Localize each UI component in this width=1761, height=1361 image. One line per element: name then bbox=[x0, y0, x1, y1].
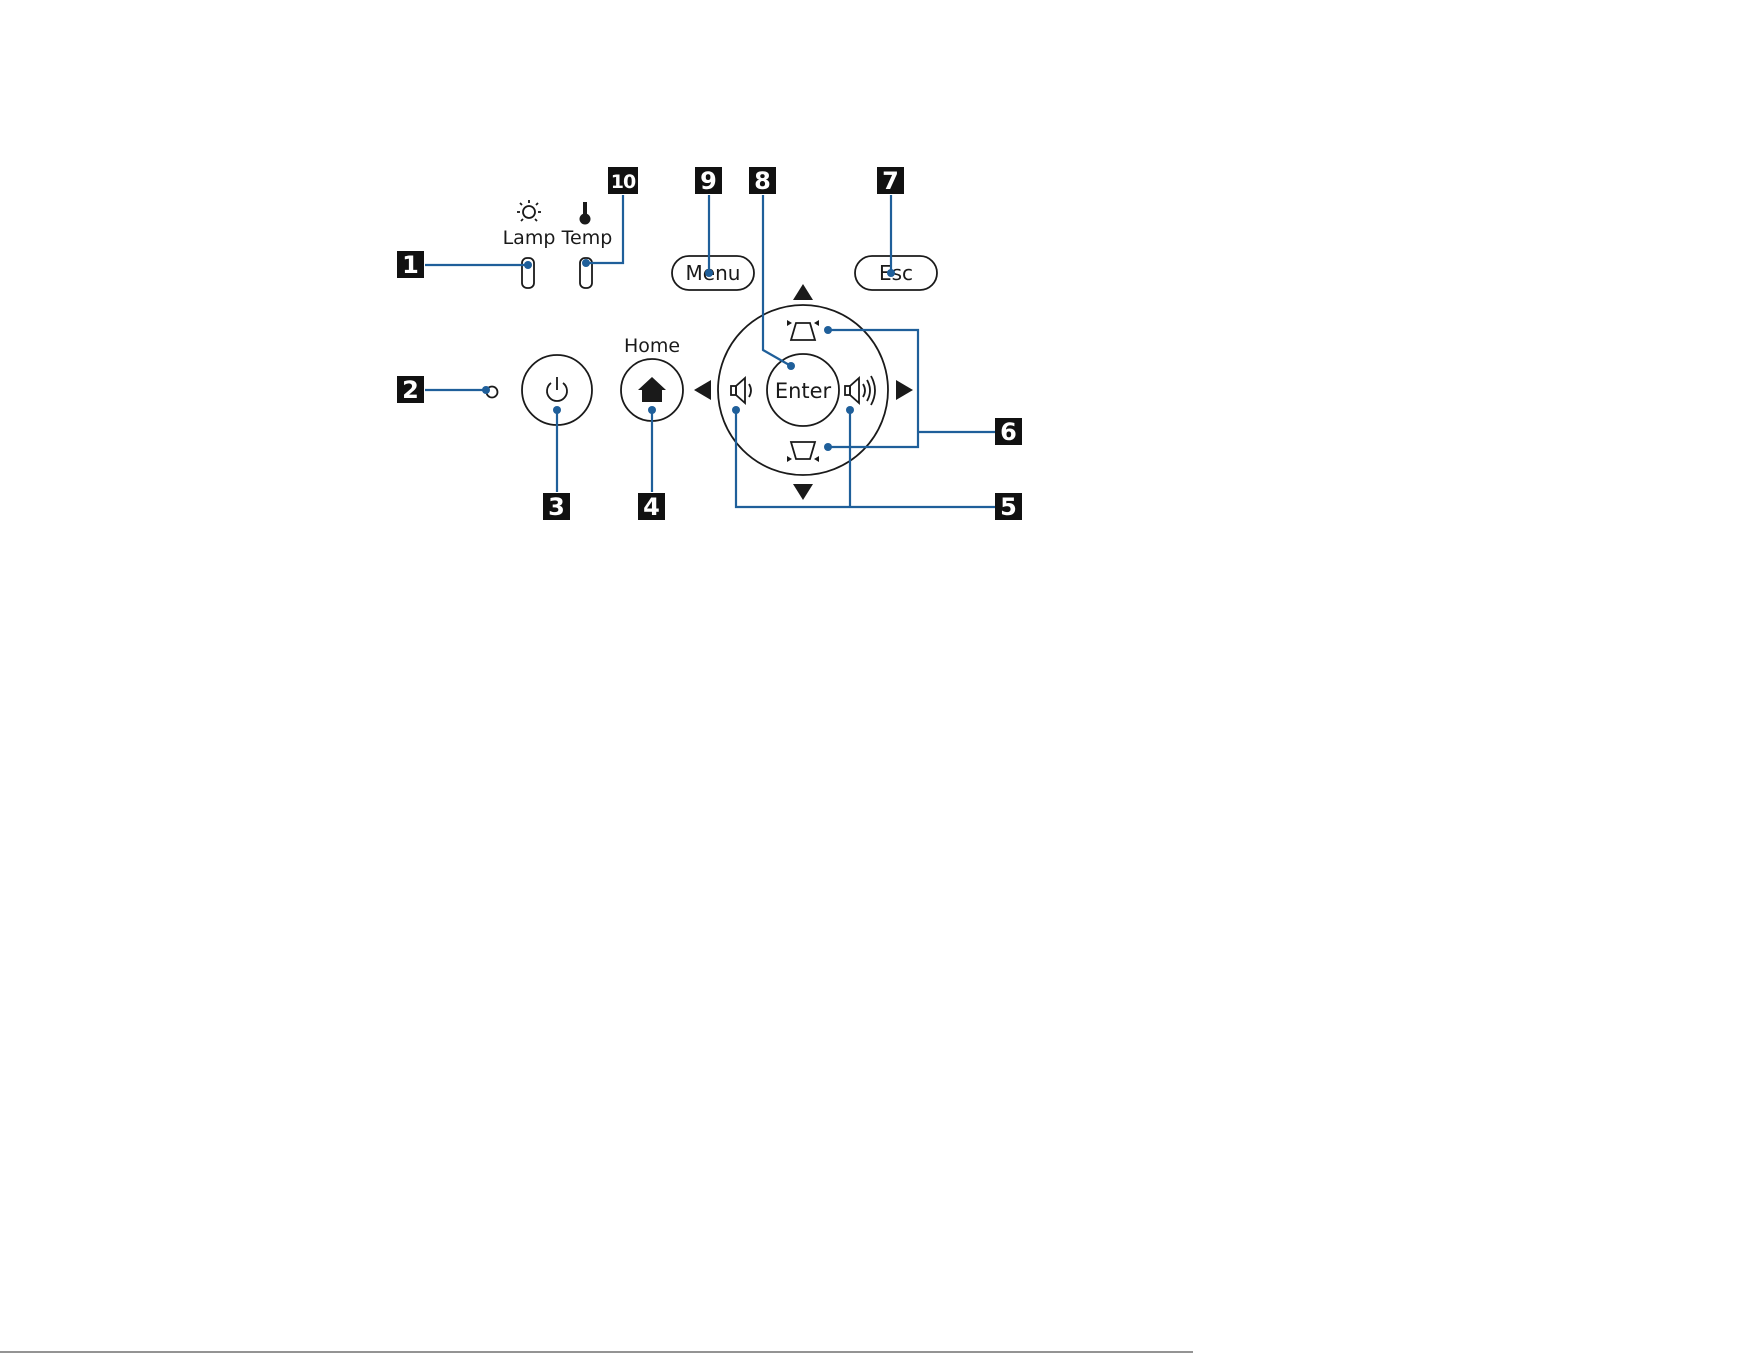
svg-text:4: 4 bbox=[643, 493, 660, 521]
temp-label: Temp bbox=[561, 227, 613, 249]
svg-text:7: 7 bbox=[882, 167, 899, 195]
callout-1: 1 bbox=[397, 251, 424, 279]
esc-button[interactable]: Esc bbox=[855, 256, 937, 290]
callout-10: 10 bbox=[608, 167, 638, 194]
svg-text:8: 8 bbox=[754, 167, 771, 195]
enter-button[interactable]: Enter bbox=[767, 354, 839, 426]
arrow-left-icon[interactable] bbox=[694, 380, 711, 400]
home-label: Home bbox=[624, 335, 680, 357]
svg-text:3: 3 bbox=[548, 493, 565, 521]
enter-button-label: Enter bbox=[775, 379, 832, 403]
callout-3: 3 bbox=[543, 493, 570, 521]
lamp-label: Lamp bbox=[503, 227, 556, 249]
esc-button-label: Esc bbox=[879, 261, 913, 285]
lamp-indicator: Lamp bbox=[503, 200, 556, 288]
svg-text:5: 5 bbox=[1000, 493, 1017, 521]
arrow-down-icon[interactable] bbox=[793, 484, 813, 500]
callout-9: 9 bbox=[695, 167, 722, 195]
temp-indicator: Temp bbox=[561, 202, 613, 288]
callout-7: 7 bbox=[877, 167, 904, 195]
arrow-up-icon[interactable] bbox=[793, 284, 813, 300]
callout-8: 8 bbox=[749, 167, 776, 195]
directional-pad: Enter bbox=[694, 284, 913, 500]
svg-text:10: 10 bbox=[611, 171, 636, 193]
callout-2: 2 bbox=[397, 376, 424, 404]
lamp-sun-icon bbox=[517, 200, 541, 221]
callout-5: 5 bbox=[995, 493, 1022, 521]
svg-text:2: 2 bbox=[402, 376, 419, 404]
svg-text:1: 1 bbox=[402, 251, 419, 279]
thermometer-icon bbox=[580, 202, 591, 225]
svg-text:9: 9 bbox=[700, 167, 717, 195]
svg-text:6: 6 bbox=[1000, 418, 1017, 446]
callout-4: 4 bbox=[638, 493, 665, 521]
callout-6: 6 bbox=[995, 418, 1022, 446]
arrow-right-icon[interactable] bbox=[896, 380, 913, 400]
